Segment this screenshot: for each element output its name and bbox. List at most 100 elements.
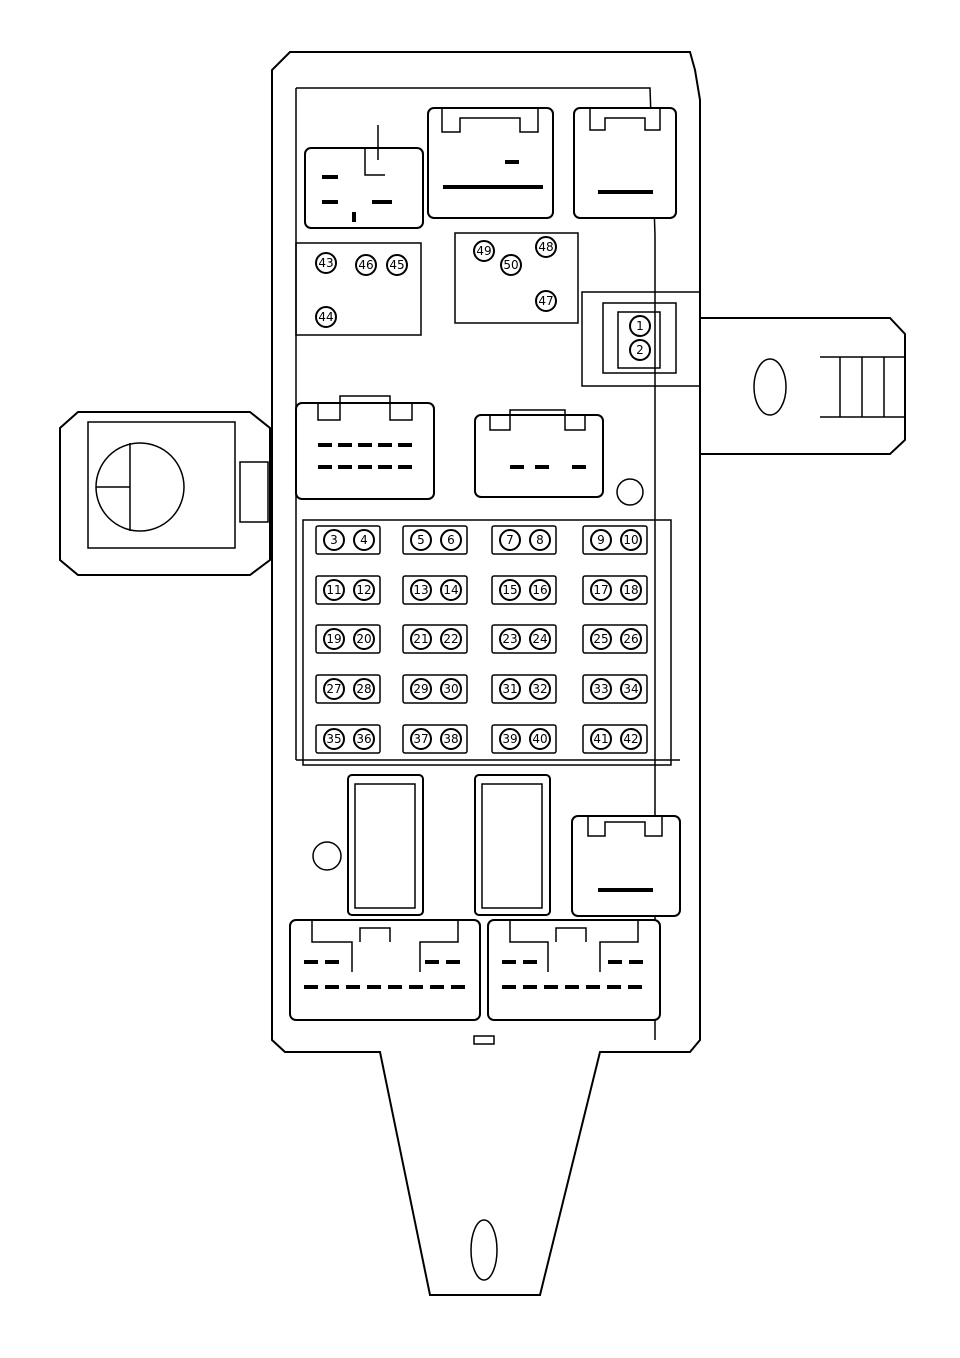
fuse-position-marker: 32	[529, 678, 551, 700]
connector-right-upper	[474, 409, 604, 498]
relay-block-right	[454, 232, 579, 324]
fuse-position-label: 7	[506, 533, 514, 547]
lower-relay-connector	[571, 815, 681, 917]
relay-position-marker: 1	[629, 315, 651, 337]
fuse-position-marker: 18	[620, 579, 642, 601]
fuse-position-marker: 36	[353, 728, 375, 750]
fuse-position-marker: 24	[529, 628, 551, 650]
fuse-slot	[402, 724, 468, 754]
fuse-position-label: 18	[623, 583, 638, 597]
fuse-position-label: 19	[326, 632, 341, 646]
fuse-position-label: 28	[356, 682, 371, 696]
fuse-slot	[402, 525, 468, 555]
fuse-position-marker: 40	[529, 728, 551, 750]
fuse-position-marker: 19	[323, 628, 345, 650]
fuse-position-label: 38	[443, 732, 458, 746]
fuse-slot	[582, 575, 648, 605]
fuse-slot	[315, 525, 381, 555]
fuse-position-label: 32	[532, 682, 547, 696]
fuse-position-marker: 31	[499, 678, 521, 700]
fuse-position-label: 36	[356, 732, 371, 746]
fuse-position-label: 29	[413, 682, 428, 696]
fuse-position-marker: 20	[353, 628, 375, 650]
fuse-position-label: 21	[413, 632, 428, 646]
fuse-slot	[582, 525, 648, 555]
relay-position-marker: 44	[315, 306, 337, 328]
relay-block-small	[581, 291, 701, 387]
relay-position-label: 50	[503, 258, 518, 272]
fuse-position-label: 37	[413, 732, 428, 746]
connector-left-upper	[295, 395, 435, 500]
relay-position-label: 1	[636, 319, 644, 333]
fuse-position-label: 11	[326, 583, 341, 597]
fuse-position-label: 14	[443, 583, 458, 597]
fuse-position-label: 34	[623, 682, 638, 696]
fuse-position-marker: 30	[440, 678, 462, 700]
fuse-position-label: 42	[623, 732, 638, 746]
relay-position-marker: 45	[386, 254, 408, 276]
fuse-position-label: 31	[502, 682, 517, 696]
fuse-position-marker: 37	[410, 728, 432, 750]
fuse-position-marker: 17	[590, 579, 612, 601]
fuse-position-marker: 33	[590, 678, 612, 700]
fuse-position-marker: 13	[410, 579, 432, 601]
fuse-position-label: 24	[532, 632, 547, 646]
fuse-position-marker: 26	[620, 628, 642, 650]
fuse-position-marker: 10	[620, 529, 642, 551]
relay-position-label: 49	[476, 244, 491, 258]
bottom-connector-right	[487, 919, 661, 1021]
relay-position-marker: 50	[500, 254, 522, 276]
lower-slot-left-inner	[354, 783, 416, 909]
fuse-slot	[491, 525, 557, 555]
fuse-position-marker: 22	[440, 628, 462, 650]
bottom-tab	[473, 1035, 495, 1045]
fuse-position-marker: 27	[323, 678, 345, 700]
fuse-position-label: 13	[413, 583, 428, 597]
fuse-position-label: 9	[597, 533, 605, 547]
fuse-position-label: 41	[593, 732, 608, 746]
mounting-slot-bottom	[470, 1219, 498, 1281]
fuse-position-marker: 12	[353, 579, 375, 601]
fuse-position-label: 8	[536, 533, 544, 547]
fuse-slots	[315, 525, 648, 754]
fuse-position-label: 39	[502, 732, 517, 746]
fuse-position-marker: 14	[440, 579, 462, 601]
fuse-position-marker: 11	[323, 579, 345, 601]
fuse-position-label: 22	[443, 632, 458, 646]
relay-position-marker: 48	[535, 236, 557, 258]
fuse-position-label: 5	[417, 533, 425, 547]
fuse-position-marker: 15	[499, 579, 521, 601]
fuse-box-housing	[271, 51, 701, 1296]
fuse-position-marker: 29	[410, 678, 432, 700]
relay-socket-small-inner	[617, 311, 661, 369]
lower-slot-left	[347, 774, 424, 916]
lower-slot-right-inner	[481, 783, 543, 909]
fuse-slot	[491, 674, 557, 704]
relay-position-label: 47	[538, 294, 553, 308]
fuse-slot	[402, 624, 468, 654]
fuse-position-marker: 7	[499, 529, 521, 551]
grommet-right	[616, 478, 644, 506]
fuse-slot	[315, 575, 381, 605]
fuse-position-label: 30	[443, 682, 458, 696]
fuse-position-marker: 25	[590, 628, 612, 650]
top-connector-left	[304, 125, 424, 229]
fuse-slot	[491, 724, 557, 754]
fuse-slot	[315, 724, 381, 754]
fuse-position-label: 40	[532, 732, 547, 746]
bottom-connector-left	[289, 919, 481, 1021]
fuse-position-label: 15	[502, 583, 517, 597]
fuse-position-marker: 42	[620, 728, 642, 750]
fuse-position-label: 23	[502, 632, 517, 646]
fuse-position-label: 26	[623, 632, 638, 646]
top-connector-middle	[427, 107, 554, 219]
fuse-position-label: 27	[326, 682, 341, 696]
fuse-slot	[402, 674, 468, 704]
fuse-position-label: 20	[356, 632, 371, 646]
top-connector-right	[573, 107, 677, 219]
fuse-position-label: 25	[593, 632, 608, 646]
relay-position-marker: 49	[473, 240, 495, 262]
relay-socket-small	[602, 302, 677, 374]
